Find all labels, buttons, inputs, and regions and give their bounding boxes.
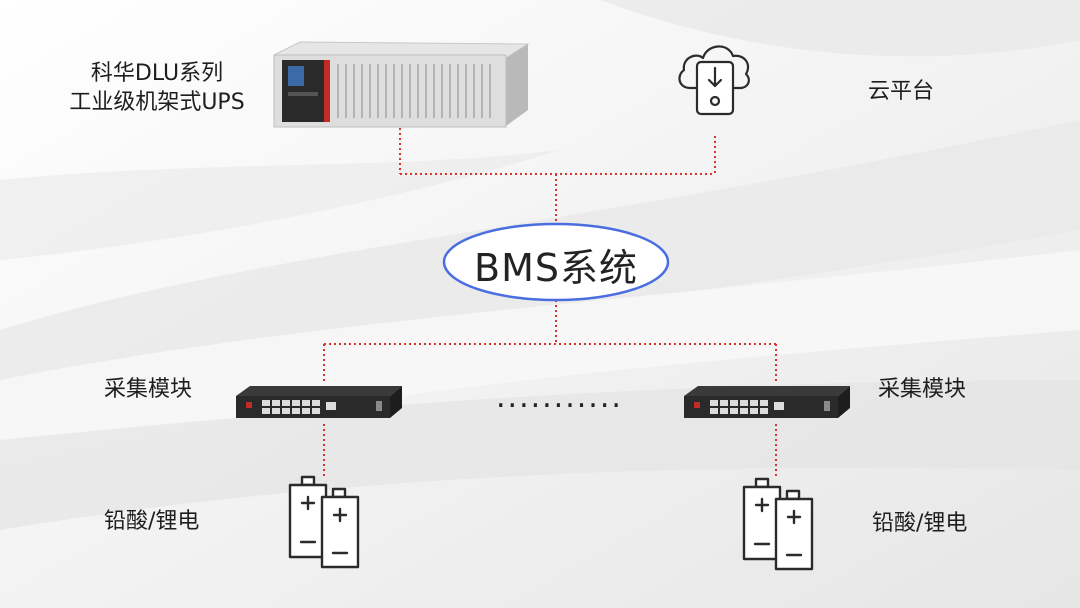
ups-label-line1: 科华DLU系列 <box>90 61 224 86</box>
module-right-device-icon <box>684 386 850 418</box>
battery-right-label: 铅酸/锂电 <box>872 511 968 536</box>
ups-label-line2: 工业级机架式UPS <box>69 90 245 115</box>
cloud-platform-icon <box>678 45 750 116</box>
ups-device-icon <box>273 41 530 128</box>
module-left-label: 采集模块 <box>104 377 193 402</box>
battery-left-icon <box>288 475 360 569</box>
module-left-device-icon <box>236 386 402 418</box>
connector-lines <box>323 128 777 478</box>
cloud-platform-label: 云平台 <box>868 79 935 104</box>
bms-label: BMS系统 <box>474 245 638 290</box>
bms-ellipse <box>442 222 670 302</box>
battery-left-label: 铅酸/锂电 <box>104 509 200 534</box>
module-right-label: 采集模块 <box>878 377 967 402</box>
battery-right-icon <box>742 477 814 571</box>
ellipsis-dots: ........... <box>496 380 623 415</box>
